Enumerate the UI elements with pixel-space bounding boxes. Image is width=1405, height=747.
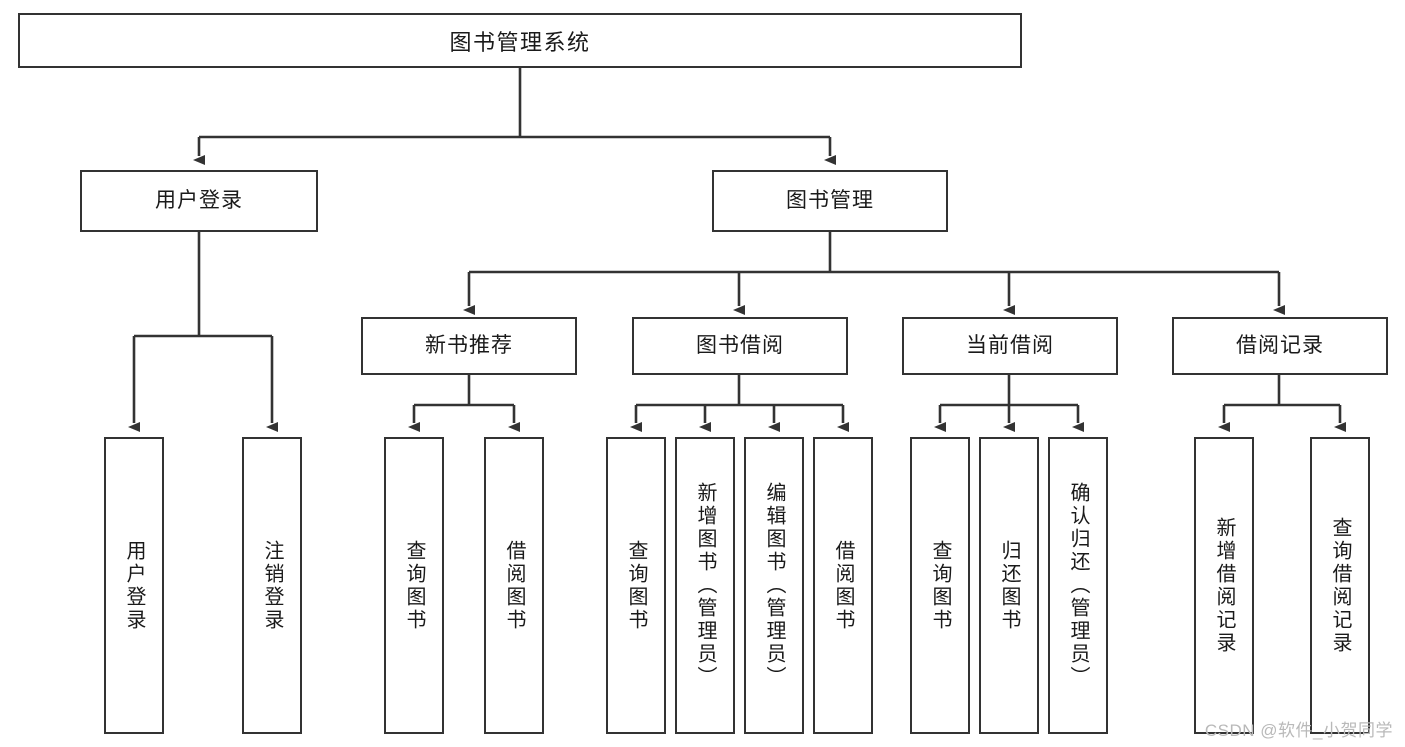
node-leaf-add-book-label: 新增图书（管理员） [694, 482, 716, 689]
node-leaf-borrow-book-1-label: 借阅图书 [503, 539, 525, 632]
csdn-watermark: CSDN @软件_小贺同学 [1204, 721, 1393, 740]
node-book-manage-label: 图书管理 [786, 189, 874, 213]
node-leaf-query-book-3-label: 查询图书 [929, 539, 951, 632]
node-leaf-confirm-return[interactable]: 确认归还（管理员） [1048, 437, 1108, 734]
node-leaf-query-record-label: 查询借阅记录 [1329, 516, 1351, 655]
node-leaf-logout-login-label: 注销登录 [261, 539, 283, 632]
node-book-manage[interactable]: 图书管理 [712, 170, 948, 232]
node-leaf-return-book-label: 归还图书 [998, 539, 1020, 632]
node-leaf-logout-login[interactable]: 注销登录 [242, 437, 302, 734]
node-leaf-query-book-3[interactable]: 查询图书 [910, 437, 970, 734]
node-new-book-recommend-label: 新书推荐 [425, 334, 513, 358]
node-leaf-borrow-book-1[interactable]: 借阅图书 [484, 437, 544, 734]
node-book-borrow[interactable]: 图书借阅 [632, 317, 848, 375]
node-new-book-recommend[interactable]: 新书推荐 [361, 317, 577, 375]
node-borrow-record[interactable]: 借阅记录 [1172, 317, 1388, 375]
node-leaf-user-login[interactable]: 用户登录 [104, 437, 164, 734]
node-leaf-query-book-2-label: 查询图书 [625, 539, 647, 632]
node-leaf-user-login-label: 用户登录 [123, 539, 145, 632]
node-book-borrow-label: 图书借阅 [696, 334, 784, 358]
node-user-login-label: 用户登录 [155, 189, 243, 213]
node-current-borrow-label: 当前借阅 [966, 334, 1054, 358]
node-leaf-query-book-1-label: 查询图书 [403, 539, 425, 632]
node-leaf-add-record[interactable]: 新增借阅记录 [1194, 437, 1254, 734]
node-current-borrow[interactable]: 当前借阅 [902, 317, 1118, 375]
node-leaf-edit-book-label: 编辑图书（管理员） [763, 482, 785, 689]
node-leaf-query-record[interactable]: 查询借阅记录 [1310, 437, 1370, 734]
node-root[interactable]: 图书管理系统 [18, 13, 1022, 68]
node-leaf-add-record-label: 新增借阅记录 [1213, 516, 1235, 655]
node-leaf-borrow-book-2[interactable]: 借阅图书 [813, 437, 873, 734]
node-leaf-borrow-book-2-label: 借阅图书 [832, 539, 854, 632]
node-borrow-record-label: 借阅记录 [1236, 334, 1324, 358]
node-leaf-edit-book[interactable]: 编辑图书（管理员） [744, 437, 804, 734]
node-leaf-query-book-2[interactable]: 查询图书 [606, 437, 666, 734]
node-user-login[interactable]: 用户登录 [80, 170, 318, 232]
node-leaf-query-book-1[interactable]: 查询图书 [384, 437, 444, 734]
node-leaf-add-book[interactable]: 新增图书（管理员） [675, 437, 735, 734]
node-root-label: 图书管理系统 [449, 29, 591, 55]
node-leaf-confirm-return-label: 确认归还（管理员） [1067, 482, 1089, 689]
node-leaf-return-book[interactable]: 归还图书 [979, 437, 1039, 734]
